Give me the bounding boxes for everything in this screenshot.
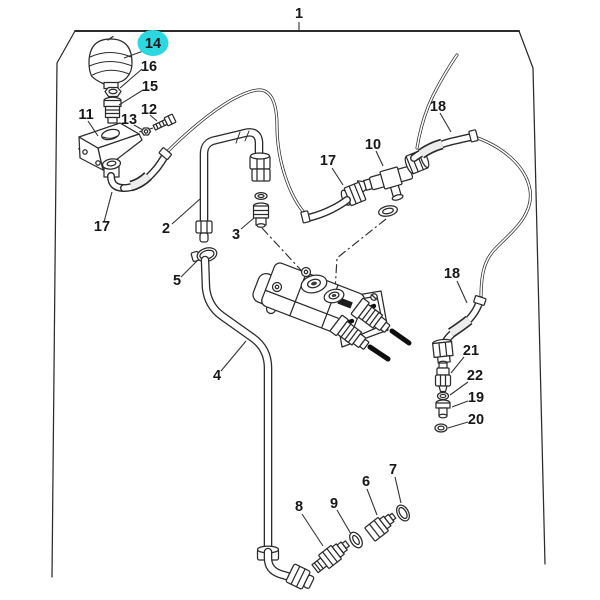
oring-7 xyxy=(395,504,411,522)
fitting-3 xyxy=(252,202,270,228)
pipe-4-elbow-core xyxy=(265,549,293,580)
pipe-4 xyxy=(200,255,315,590)
callout-12[interactable]: 12 xyxy=(141,102,157,118)
callouts: 1 14 16 15 11 12 13 17 2 3 5 4 17 10 18 … xyxy=(78,6,484,515)
callout-3[interactable]: 3 xyxy=(232,227,240,243)
callout-6[interactable]: 6 xyxy=(362,474,370,490)
pipe-2 xyxy=(195,128,271,243)
filler-ports xyxy=(300,274,345,304)
fitting-8 xyxy=(311,540,350,574)
fitting-19 xyxy=(435,399,451,419)
hose-17-run-core xyxy=(167,89,307,216)
pipe-2-core xyxy=(201,129,262,231)
callout-17-left[interactable]: 17 xyxy=(94,219,110,235)
ring-under-nut xyxy=(254,191,268,201)
callout-18-right[interactable]: 18 xyxy=(444,266,460,282)
piston-lower xyxy=(329,314,370,350)
frame-left-edge xyxy=(51,30,76,578)
callout-22[interactable]: 22 xyxy=(467,368,483,384)
hose-17a-sleeve-core xyxy=(129,173,151,190)
callout-21[interactable]: 21 xyxy=(463,343,479,359)
accumulator-top-stub xyxy=(107,35,114,41)
oring-22 xyxy=(436,391,450,401)
tee-10 xyxy=(356,165,414,201)
bracket-screw-hole-1 xyxy=(82,149,88,155)
banjo-eye-hole xyxy=(106,160,117,167)
fitting-6 xyxy=(364,512,397,542)
pipe-2-joint-ticks xyxy=(235,130,250,144)
hose-feed-run-core xyxy=(416,54,458,149)
highlight-ellipse[interactable] xyxy=(137,30,169,56)
washer-under-tee xyxy=(378,205,398,217)
pipe-2-flare-nut xyxy=(249,152,271,182)
piston-upper xyxy=(350,297,391,333)
hose-18b-sleeve-core xyxy=(448,317,472,337)
hose-runs xyxy=(166,53,532,301)
hose-18a-end-cap xyxy=(468,129,479,143)
hose-17b-core xyxy=(305,197,350,221)
bolt-12 xyxy=(152,113,177,131)
callout-5[interactable]: 5 xyxy=(173,273,181,289)
pipe-2-outline xyxy=(199,128,264,233)
pipe-4-end-nut xyxy=(285,563,315,590)
tee-10-group xyxy=(300,129,479,224)
hose-18-run-core xyxy=(474,136,532,300)
piston-rod-upper xyxy=(389,328,412,346)
callout-13[interactable]: 13 xyxy=(121,112,137,128)
callout-11[interactable]: 11 xyxy=(78,107,93,123)
bracket-bolt-axis xyxy=(77,124,165,150)
banjo-17-left xyxy=(101,147,173,192)
hose-17a-end-cap xyxy=(158,147,173,161)
elbow-18-right-group xyxy=(432,295,487,433)
accumulator-dome-lines xyxy=(88,51,133,76)
callout-10[interactable]: 10 xyxy=(365,137,381,153)
callout-7[interactable]: 7 xyxy=(389,462,397,478)
piston-rod-lower xyxy=(367,344,391,362)
callout-2[interactable]: 2 xyxy=(162,221,170,237)
fitting-15 xyxy=(103,96,122,124)
hose-17-run-outline xyxy=(166,88,308,217)
bottom-fittings xyxy=(311,504,411,574)
callout-19[interactable]: 19 xyxy=(468,390,484,406)
washer-9 xyxy=(349,531,363,549)
banjo-eye xyxy=(101,158,122,170)
leader-lines xyxy=(87,49,469,547)
callout-20[interactable]: 20 xyxy=(468,412,484,428)
callout-4[interactable]: 4 xyxy=(213,368,221,384)
callout-1[interactable]: 1 xyxy=(295,6,303,22)
hose-18b-end-cap xyxy=(473,295,487,306)
callout-18-top[interactable]: 18 xyxy=(430,99,446,115)
pipe-2-lower-coupling xyxy=(195,220,213,243)
fitting-21 xyxy=(434,360,452,393)
pipe-4-core xyxy=(202,257,271,549)
frame-right-edge xyxy=(518,30,546,565)
callout-17-mid[interactable]: 17 xyxy=(320,153,336,169)
hose-17b-end-cap xyxy=(300,210,311,224)
callout-15[interactable]: 15 xyxy=(142,79,158,95)
callout-8[interactable]: 8 xyxy=(295,499,303,515)
nut-16 xyxy=(104,86,122,98)
bracket-hole-lip xyxy=(102,135,118,139)
body-screws xyxy=(271,266,312,293)
axis-tee-to-port xyxy=(334,218,387,292)
hose-18a-sleeve-core xyxy=(418,140,444,158)
callout-14[interactable]: 14 xyxy=(145,36,161,52)
callout-9[interactable]: 9 xyxy=(330,496,338,512)
callout-16[interactable]: 16 xyxy=(141,59,157,75)
accumulator-14 xyxy=(88,35,133,90)
hose-18b-hex-nut xyxy=(432,338,454,364)
oring-20 xyxy=(434,423,448,433)
master-cylinder xyxy=(252,262,412,362)
nut-13 xyxy=(140,127,152,136)
bracket-screw-hole-2 xyxy=(95,160,101,166)
